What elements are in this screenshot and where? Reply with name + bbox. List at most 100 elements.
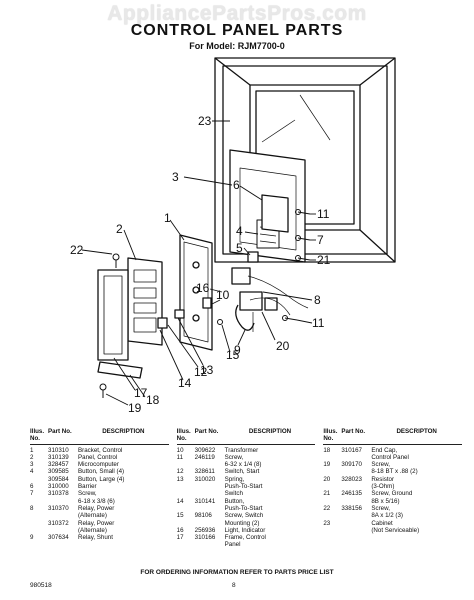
illus-cell: 6 <box>30 483 34 491</box>
document-code: 980518 <box>30 582 52 589</box>
description-cell: Spring, <box>224 475 245 483</box>
callout-10: 10 <box>216 288 230 302</box>
header-description: DESCRIPTION <box>102 428 145 435</box>
callout-15: 15 <box>226 348 240 362</box>
ordering-note: FOR ORDERING INFORMATION REFER TO PARTS … <box>140 569 334 576</box>
description-cell: Screw, <box>371 504 390 512</box>
description-cell: Panel <box>224 541 241 549</box>
part-number-cell <box>341 483 371 490</box>
callout-6: 6 <box>233 178 240 192</box>
illus-cell: 23 <box>323 519 331 527</box>
part-number-cell: 328457 <box>48 461 69 469</box>
illus-cell: 18 <box>323 446 331 454</box>
illus-cell <box>323 468 341 475</box>
illus-cell: 3 <box>30 461 34 469</box>
description-cell: (3-Ohm) <box>371 483 395 491</box>
illus-cell <box>177 505 195 512</box>
illus-cell: 2 <box>30 453 34 461</box>
illus-cell <box>30 512 48 519</box>
description-cell: End Cap, <box>371 446 398 454</box>
control-frame-part <box>97 269 129 361</box>
table-row: 8B x 5/16) <box>323 498 462 505</box>
part-number-cell <box>195 461 225 468</box>
description-cell: Microcomputer <box>78 461 119 469</box>
part-number-cell <box>341 454 371 461</box>
illus-cell <box>177 490 195 497</box>
callout-19: 19 <box>128 401 142 415</box>
part-number-cell <box>48 512 78 519</box>
illus-cell: 8 <box>30 504 34 512</box>
illus-cell <box>177 541 195 548</box>
illus-cell: 7 <box>30 490 34 498</box>
table-row: (Not Serviceable) <box>323 527 462 534</box>
header-part: Part No. <box>48 428 72 435</box>
illus-cell: 15 <box>176 512 184 520</box>
part-number-cell: 310000 <box>48 483 69 491</box>
description-cell: Transformer <box>224 446 259 454</box>
illus-cell <box>30 527 48 534</box>
callout-4: 4 <box>236 224 243 238</box>
table-row: (3-Ohm) <box>323 483 462 490</box>
illus-cell: 1 <box>30 446 34 454</box>
part-number-cell: 310310 <box>48 446 69 454</box>
part-number-cell: 309584 <box>48 475 69 483</box>
illus-cell <box>30 476 48 483</box>
illus-cell: 10 <box>176 446 184 454</box>
description-cell: 8B x 5/16) <box>371 497 400 505</box>
table-header: Illus. No. Part No. DESCRIPTION <box>176 428 316 445</box>
callout-23: 23 <box>198 114 212 128</box>
callout-13: 13 <box>200 363 214 377</box>
table-row: Push-To-Start <box>177 505 316 512</box>
part-number-cell: 328023 <box>341 475 362 483</box>
barrier-part <box>261 194 289 233</box>
description-cell: 6-18 x 3/8 (6) <box>78 497 115 505</box>
table-row: 18 310167 End Cap, <box>323 447 462 454</box>
table-row: 8A x 1/2 (3) <box>323 512 462 519</box>
table-row: 6-32 x 1/4 (8) <box>177 461 316 468</box>
description-cell: Relay, Power <box>78 504 115 512</box>
description-cell: (Not Serviceable) <box>371 526 420 534</box>
description-cell: Push-To-Start <box>224 504 263 512</box>
callout-21: 21 <box>317 253 331 267</box>
description-cell: 8-18 BT x .88 (2) <box>371 468 418 476</box>
callout-9: 9 <box>234 343 241 357</box>
description-cell: Light, Indicator <box>224 526 266 534</box>
part-number-cell: 338156 <box>341 504 362 512</box>
callout-20: 20 <box>276 339 290 353</box>
illus-cell <box>323 527 341 534</box>
illus-cell <box>177 483 195 490</box>
part-number-cell: 310167 <box>341 446 362 454</box>
part-number-cell <box>341 468 371 475</box>
description-cell: Screw, Ground <box>371 490 413 498</box>
table-row: Push-To-Start <box>177 483 316 490</box>
callout-2: 2 <box>116 222 123 236</box>
illus-cell <box>323 512 341 519</box>
table-row: 3 328457 Microcomputer <box>30 461 169 468</box>
screw-parts <box>99 209 311 398</box>
table-header: Illus. No. Part No. DESCRIPTION <box>30 428 169 445</box>
illus-cell: 12 <box>176 468 184 476</box>
part-number-cell <box>341 520 371 527</box>
callout-11-lower: 11 <box>312 316 325 330</box>
description-cell: Relay, Power <box>78 519 115 527</box>
part-number-cell <box>48 527 78 534</box>
illus-cell <box>323 498 341 505</box>
description-cell: (Alternate) <box>78 526 107 534</box>
description-cell: Control Panel <box>371 453 409 461</box>
part-number-cell: 256936 <box>194 526 216 534</box>
header-description: DESCRIPTION <box>248 428 292 435</box>
callout-8: 8 <box>314 293 321 307</box>
